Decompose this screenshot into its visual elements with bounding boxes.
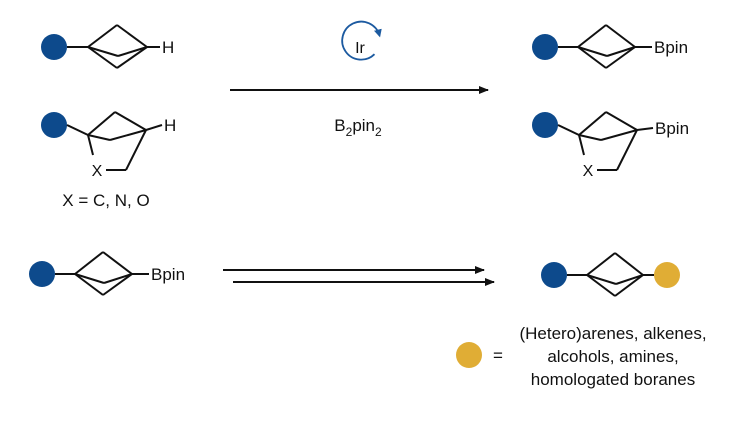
bpin-label: Bpin xyxy=(655,119,689,138)
coupling-partner-legend: = (Hetero)arenes, alkenes, alcohols, ami… xyxy=(456,324,707,389)
bicyclic-cage xyxy=(66,111,163,171)
bpin-label: Bpin xyxy=(151,265,185,284)
hydrogen-label: H xyxy=(162,38,174,57)
catalyst-label: Ir xyxy=(355,40,365,57)
legend-line-1: (Hetero)arenes, alkenes, xyxy=(519,324,706,343)
product-bcp-coupled xyxy=(541,252,680,297)
bcp-cage xyxy=(567,252,654,297)
legend-line-3: homologated boranes xyxy=(531,370,695,389)
bcp-cage xyxy=(558,24,652,69)
substituent-blue-dot xyxy=(41,34,67,60)
substituent-blue-dot xyxy=(541,262,567,288)
reagent-label: B2pin2 xyxy=(334,116,382,139)
substituent-blue-dot xyxy=(532,112,558,138)
iridium-catalyst: Ir xyxy=(341,20,382,61)
circular-arrow-icon xyxy=(341,20,382,61)
substituent-blue-dot xyxy=(29,261,55,287)
heteroatom-x-label: X xyxy=(583,163,594,180)
heteroatom-x-label: X xyxy=(92,163,103,180)
reactant-bcp-h: H xyxy=(41,24,174,69)
x-definition: X = C, N, O xyxy=(62,191,149,210)
legend-line-2: alcohols, amines, xyxy=(547,347,678,366)
reactant-bcp-bpin: Bpin xyxy=(29,251,185,296)
substituent-blue-dot xyxy=(41,112,67,138)
bcp-cage xyxy=(55,251,149,296)
product-bicyclic-bpin: X Bpin xyxy=(532,111,689,180)
bcp-cage xyxy=(67,24,160,69)
product-bcp-bpin: Bpin xyxy=(532,24,688,69)
coupling-partner-gold-dot xyxy=(456,342,482,368)
bpin-label: Bpin xyxy=(654,38,688,57)
bicyclic-cage xyxy=(557,111,654,171)
coupling-partner-gold-dot xyxy=(654,262,680,288)
substituent-blue-dot xyxy=(532,34,558,60)
legend-equals: = xyxy=(493,346,503,365)
reactant-bicyclic-h: X H xyxy=(41,111,176,180)
multistep-arrow xyxy=(223,266,495,286)
hydrogen-label: H xyxy=(164,116,176,135)
